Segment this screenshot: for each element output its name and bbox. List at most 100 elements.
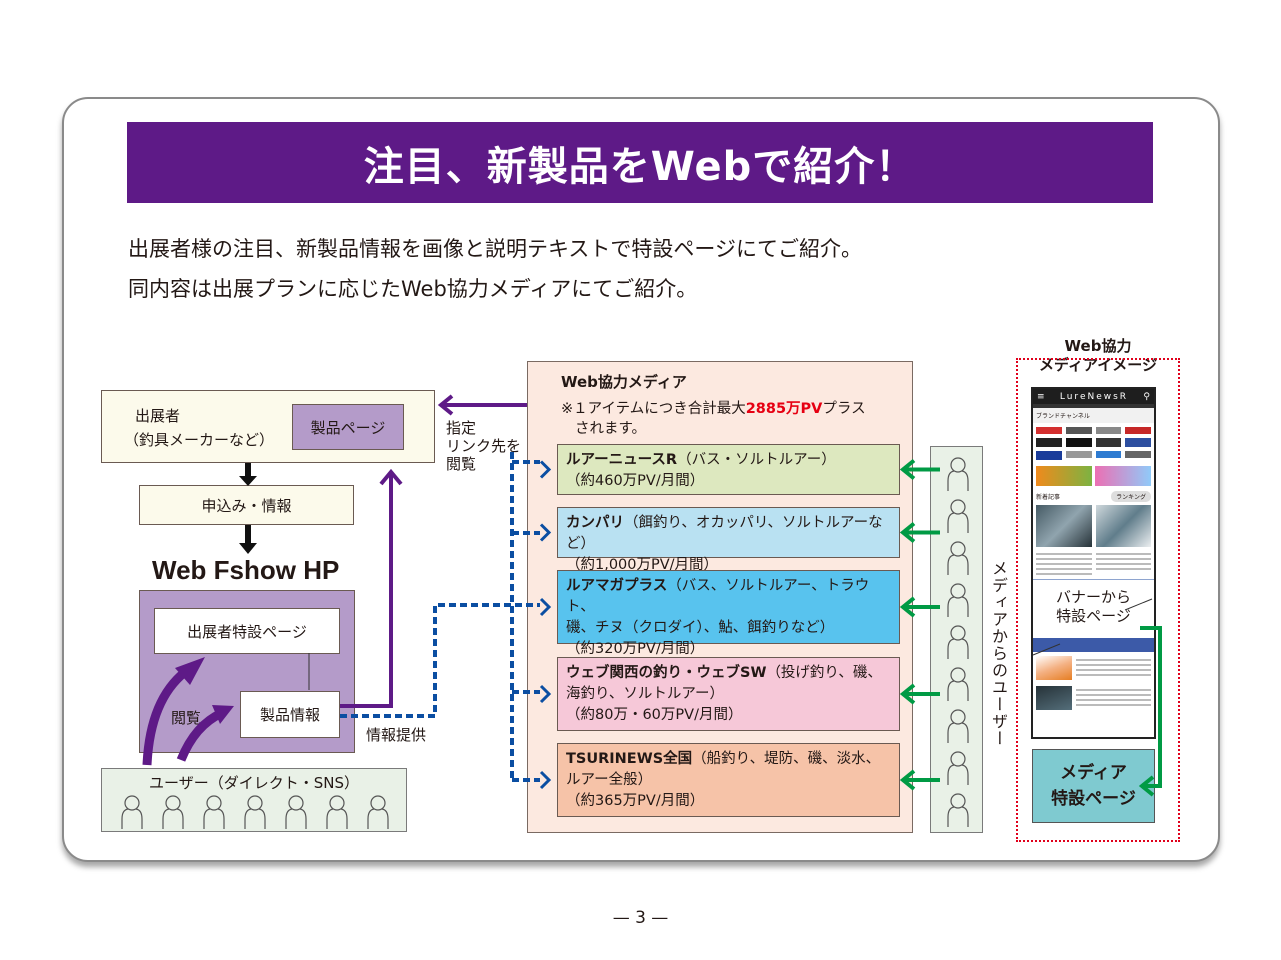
media-item-name: カンパリ [566, 515, 624, 531]
user-icon [947, 709, 969, 743]
article-thumb [1036, 505, 1092, 547]
user-icons-row [121, 795, 389, 829]
brand-logo [1125, 438, 1151, 447]
article-row [1033, 684, 1154, 712]
user-icon [203, 795, 225, 829]
media-item-name: ルアーニュースR [566, 452, 678, 468]
media-image-title: Web協力 メディアイメージ [1016, 337, 1180, 375]
media-item-pv: （約80万・60万PV/月間） [566, 707, 743, 723]
media-item-line1: ルアマガプラス（バス、ソルトルアー、トラウト、 [566, 576, 891, 618]
article-thumb [1036, 686, 1072, 710]
media-special-line2: 特設ページ [1051, 789, 1136, 809]
phone-subheader [1033, 404, 1154, 408]
user-icon [121, 795, 143, 829]
banner-callout: バナーから 特設ページ [1033, 579, 1154, 638]
phone-logo: LureNewsR [1059, 391, 1129, 402]
product-page-label: 製品ページ [310, 418, 386, 437]
web-media-note: ※１アイテムにつき合計最大2885万PVプラス [561, 397, 866, 418]
media-item-pv: （約320万PV/月間） [566, 641, 705, 657]
link-label-line-1: 指定 [446, 419, 477, 437]
banner-callout-text: バナーから 特設ページ [1033, 588, 1154, 626]
banner-callout-line2: 特設ページ [1056, 607, 1131, 625]
media-item-desc: （バス・ソルトルアー） [677, 452, 836, 468]
media-item-desc: （投げ釣り、磯、 [766, 665, 882, 681]
media-item-name: ルアマガプラス [566, 578, 668, 594]
direct-users-box: ユーザー（ダイレクト・SNS） [101, 768, 407, 832]
media-image-frame [1016, 358, 1180, 842]
note-highlight: 2885万PV [745, 401, 823, 417]
info-provide-label: 情報提供 [366, 726, 427, 744]
new-articles-bar: 新着記事 ランキング [1033, 488, 1154, 505]
brand-channel-label: ブランドチャンネル [1033, 408, 1154, 423]
phone-mockup: ≡ LureNewsR ⚲ ブランドチャンネル 新着記事 ランキング バナーから [1031, 387, 1156, 739]
article-text [1076, 656, 1151, 676]
brand-logo [1065, 438, 1092, 447]
web-fshow-hp-box: 出展者特設ページ 製品情報 閲覧 [139, 590, 355, 753]
media-item-line1: ウェブ関西の釣り・ウェブSW（投げ釣り、磯、 [566, 663, 891, 684]
media-item-desc: （バス、ソルトルアー、トラウト、 [566, 578, 870, 615]
article-text [1036, 550, 1092, 576]
media-item-line1: カンパリ（餌釣り、オカッパリ、ソルトルアーなど） [566, 513, 891, 555]
phone-header: ≡ LureNewsR ⚲ [1033, 389, 1154, 404]
media-special-line1: メディア [1060, 763, 1127, 783]
brand-logo [1036, 451, 1062, 460]
product-info-label: 製品情報 [259, 706, 320, 724]
exhibitor-sub-label: （釣具メーカーなど） [124, 431, 275, 449]
user-icon [326, 795, 348, 829]
banner-callout-line1: バナーから [1055, 588, 1131, 606]
page-number: — 3 — [612, 908, 669, 928]
media-item: ウェブ関西の釣り・ウェブSW（投げ釣り、磯、海釣り、ソルトルアー） （約80万・6… [557, 657, 900, 731]
user-icon [367, 795, 389, 829]
intro-line-2: 同内容は出展プランに応じたWeb協力メディアにてご紹介。 [128, 277, 698, 301]
media-item-pv: （約460万PV/月間） [566, 473, 705, 489]
direct-users-label: ユーザー（ダイレクト・SNS） [149, 774, 359, 792]
brand-logo [1095, 438, 1122, 447]
media-item-name: TSURINEWS全国 [566, 751, 693, 767]
user-icon [947, 625, 969, 659]
menu-icon: ≡ [1037, 391, 1045, 402]
media-item: TSURINEWS全国（船釣り、堤防、磯、淡水、ルアー全般）（約365万PV/月… [557, 743, 900, 817]
article-text [1076, 686, 1151, 706]
media-item-desc-line2: ルアー全般） [566, 772, 653, 788]
application-box: 申込み・情報 [139, 485, 354, 525]
exhibitor-label: 出展者 [135, 407, 181, 425]
article-texts [1033, 547, 1154, 579]
article-thumb [1095, 505, 1151, 547]
user-icon [947, 499, 969, 533]
browse-label: 閲覧 [171, 709, 202, 727]
page-title-text: 注目、新製品をWebで紹介！ [363, 143, 917, 190]
link-label-line-2: リンク先を [446, 437, 522, 455]
user-icon [947, 751, 969, 785]
exhibitor-special-page-box: 出展者特設ページ [154, 608, 340, 654]
media-item: ルアマガプラス（バス、ソルトルアー、トラウト、磯、チヌ（クロダイ）、鮎、餌釣りな… [557, 570, 900, 657]
intro-line-1: 出展者様の注目、新製品情報を画像と説明テキストで特設ページにてご紹介。 [128, 237, 862, 261]
user-icon [244, 795, 266, 829]
brand-logo [1036, 427, 1062, 434]
article-thumb [1036, 656, 1072, 680]
media-item-name: ウェブ関西の釣り・ウェブSW [566, 665, 767, 681]
media-image-title-line2: メディアイメージ [1039, 356, 1157, 374]
product-info-box: 製品情報 [240, 691, 340, 738]
phone-banners [1033, 464, 1154, 488]
media-item-desc-line2: 磯、チヌ（クロダイ）、鮎、餌釣りなど） [566, 620, 835, 636]
media-item: カンパリ（餌釣り、オカッパリ、ソルトルアーなど）（約1,000万PV/月間） [557, 507, 900, 573]
brand-logo [1036, 438, 1062, 447]
user-icon [285, 795, 307, 829]
search-icon: ⚲ [1143, 391, 1150, 402]
media-item-desc: （船釣り、堤防、磯、淡水、 [692, 751, 881, 767]
media-item-desc-line2: 海釣り、ソルトルアー） [566, 686, 725, 702]
brand-logo [1125, 451, 1151, 458]
new-articles-label: 新着記事 [1036, 494, 1061, 501]
media-item-line1: ルアーニュースR（バス・ソルトルアー） [566, 450, 891, 471]
media-special-page-box: メディア 特設ページ [1032, 749, 1155, 823]
web-media-title: Web協力メディア [561, 373, 687, 391]
media-item-line1: TSURINEWS全国（船釣り、堤防、磯、淡水、 [566, 749, 891, 770]
blue-banner[interactable] [1033, 638, 1154, 652]
media-users-label: メディアからのユーザー [989, 560, 1008, 747]
note-suffix: プラス [822, 401, 866, 417]
note-prefix: ※１アイテムにつき合計最大 [561, 401, 746, 417]
article-row [1033, 652, 1154, 684]
exhibitor-special-page-label: 出展者特設ページ [187, 622, 307, 641]
banner-ajing [1095, 466, 1151, 486]
link-browse-label: 指定 リンク先を 閲覧 [446, 419, 521, 473]
